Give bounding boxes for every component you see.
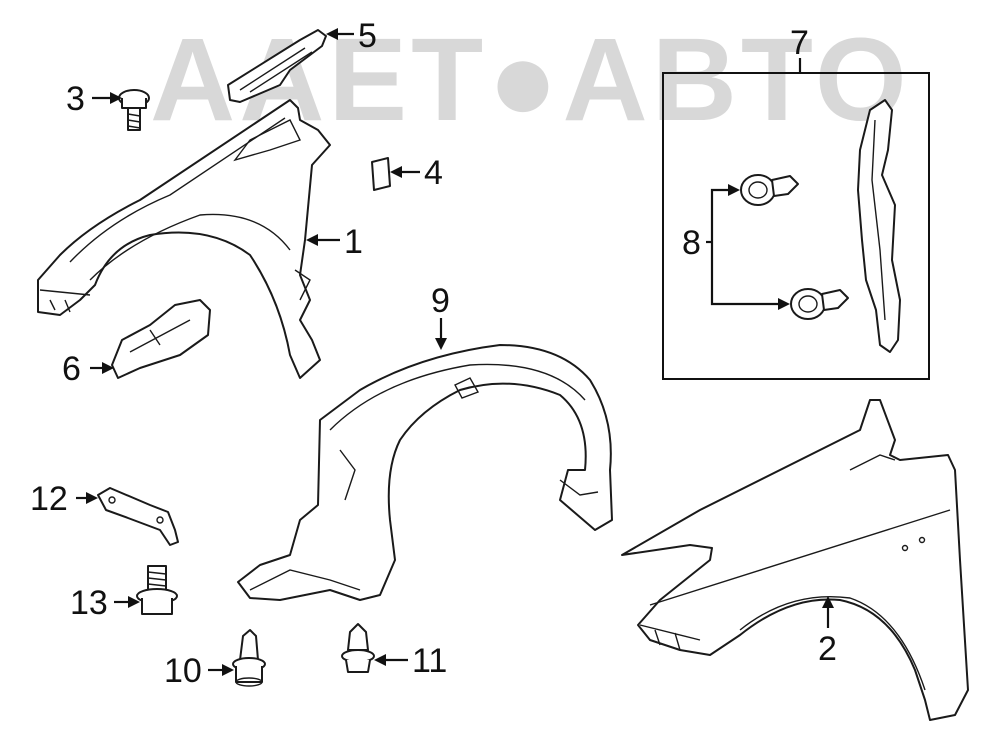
bracket-part-12 [97, 487, 179, 546]
callout-10: 10 [164, 652, 202, 690]
fender-liner-part-9 [237, 344, 613, 601]
callout-13: 13 [70, 584, 108, 622]
callout-9: 9 [431, 282, 450, 320]
clip-part-11 [341, 623, 375, 673]
callout-8: 8 [682, 224, 701, 262]
inset-box [662, 72, 930, 380]
callout-6: 6 [62, 350, 81, 388]
callout-12: 12 [30, 480, 68, 518]
bracket-part-6 [111, 299, 211, 379]
left-fender-part [37, 99, 331, 379]
callout-4: 4 [424, 154, 443, 192]
right-fender-part [621, 399, 969, 721]
callout-2: 2 [818, 630, 837, 668]
clip-part-8-top [740, 174, 799, 206]
callout-5: 5 [358, 17, 377, 55]
callout-1: 1 [344, 223, 363, 261]
bolt-part-13 [136, 565, 178, 615]
clip-part-8-bottom [790, 288, 849, 320]
insulator-part-5 [227, 29, 327, 103]
callout-7: 7 [790, 24, 809, 62]
screw-part-10 [232, 629, 266, 687]
callout-11: 11 [412, 642, 447, 680]
seal-part-4 [371, 157, 391, 191]
callout-3: 3 [66, 80, 85, 118]
leader-lines [76, 28, 834, 676]
bolt-part-3 [118, 89, 150, 131]
reinforcement-part-7 [857, 99, 901, 353]
